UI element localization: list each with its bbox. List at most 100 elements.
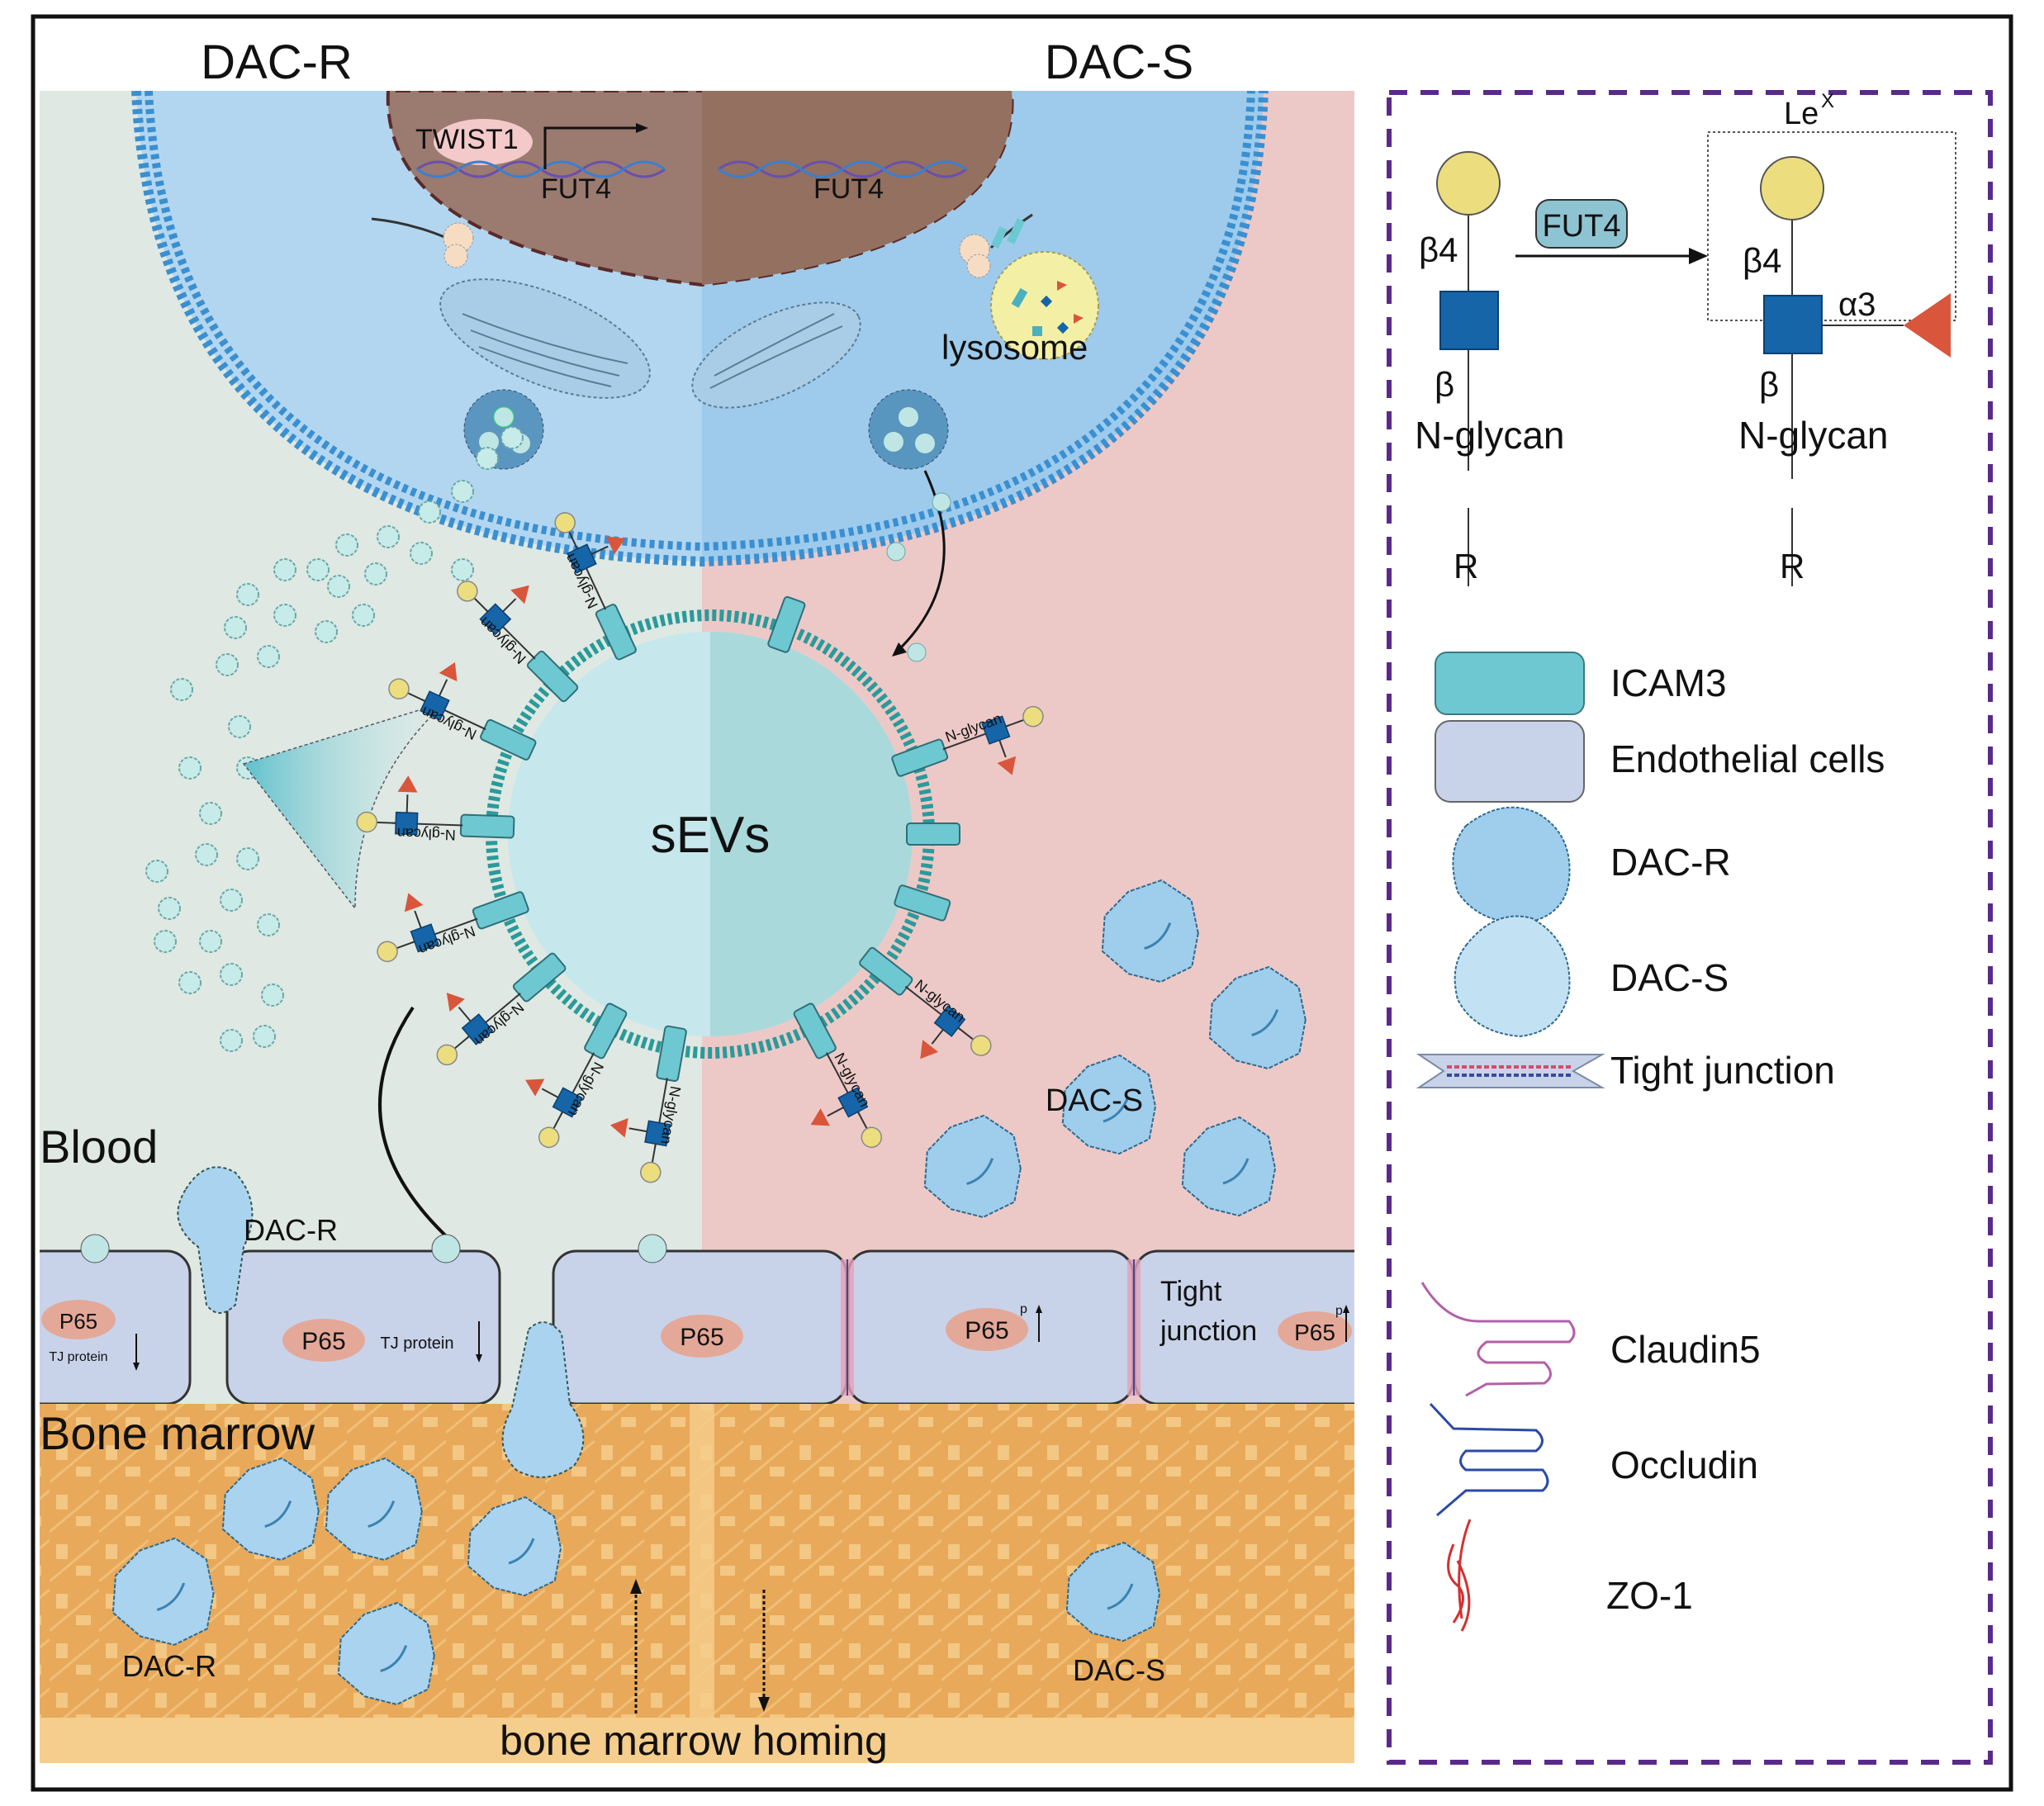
legend-items: ICAM3 Endothelial cells DAC-R DAC-S Tigh… — [1416, 652, 1885, 1632]
twist1-label: TWIST1 — [415, 124, 519, 155]
ribosome-icon — [371, 217, 474, 268]
n-glycan-label: N-glycan — [396, 825, 456, 843]
fucose-icon — [446, 993, 465, 1012]
golgi-apparatus-icon — [691, 301, 861, 409]
beta-label: β — [1759, 365, 1779, 404]
glcnac-icon — [1439, 291, 1499, 350]
fucose-icon — [609, 1117, 628, 1138]
legend-box — [1387, 90, 1993, 1765]
dac-s-cell — [1101, 879, 1199, 984]
zo1-icon — [1447, 1519, 1472, 1632]
dac-s-cell — [1181, 1116, 1276, 1217]
blood-dac-s-cells — [923, 879, 1307, 1219]
phospho-label: p — [1020, 1302, 1027, 1316]
exosome-particle — [352, 604, 375, 627]
glcnac-icon — [1763, 295, 1823, 354]
beta4-label: β4 — [1419, 230, 1458, 269]
transmigrating-dac-r — [501, 1321, 585, 1478]
exosome-particle — [500, 426, 524, 449]
transmigrating-dac-r-label: DAC-R — [244, 1213, 338, 1247]
lex-superscript: X — [1821, 90, 1834, 112]
exosome-particle — [257, 645, 280, 668]
glycan-scheme: β4 β N-glycan R FUT4 Le X α3 β4 β N-glyc… — [1415, 90, 1956, 586]
galactose-icon — [861, 1126, 883, 1149]
fucose-icon — [997, 756, 1017, 775]
tight-junction-label-1: Tight — [1160, 1276, 1222, 1307]
fut4-gene-label-right: FUT4 — [813, 173, 884, 205]
phospho-label: p — [1335, 1304, 1343, 1318]
homing-label: bone marrow homing — [500, 1718, 888, 1764]
exosome-particle — [220, 1029, 243, 1052]
dac-r-cell — [467, 1496, 562, 1597]
endothelial-cell — [225, 1249, 501, 1405]
exosome-particle — [236, 847, 259, 870]
dac-s-cell-icon — [1454, 915, 1571, 1038]
exosome-particle — [170, 678, 193, 701]
legend-label-occludin: Occludin — [1610, 1443, 1758, 1486]
fucose-icon — [510, 585, 529, 604]
p65-label: P65 — [680, 1324, 723, 1351]
panel-title-dac-s: DAC-S — [1045, 36, 1193, 89]
galactose-icon — [436, 1044, 458, 1066]
exosome-particle — [220, 889, 243, 912]
exosome-particle — [327, 575, 350, 598]
lex-label: Le — [1784, 97, 1819, 131]
galactose-icon — [538, 1126, 560, 1149]
uptake-cone — [242, 701, 447, 911]
occludin-icon — [1429, 1402, 1549, 1517]
marrow-cells — [111, 1457, 1160, 1706]
dac-r-cell — [221, 1457, 320, 1562]
tight-junction-icon — [1416, 1054, 1605, 1088]
icam3-protein — [767, 595, 806, 653]
glcnac-icon — [479, 603, 512, 636]
tight-junction-label-2: junction — [1160, 1315, 1257, 1347]
exosome-particle — [158, 897, 181, 920]
multivesicular-body — [463, 389, 544, 470]
fut4-enzyme-badge — [1535, 199, 1628, 249]
main-scheme: N-glycanN-glycanN-glycanN-glycanN-glycan… — [40, 91, 1354, 1763]
exosome-particle — [261, 984, 284, 1007]
exosome-particle — [199, 930, 222, 953]
fucose-icon — [525, 1078, 545, 1097]
exosome-particle — [410, 542, 433, 565]
exosome-particle — [273, 604, 296, 627]
fucose-icon — [404, 893, 424, 912]
exosome-particle — [154, 930, 177, 953]
claudin5-icon — [1420, 1282, 1576, 1397]
lex-glycan: N-glycan — [356, 775, 463, 843]
exosome-particle — [315, 620, 338, 643]
exosome-particle — [306, 558, 330, 581]
lysosome-icon — [990, 251, 1099, 360]
ribosome-icon — [959, 213, 1033, 278]
glcnac-icon — [933, 1005, 966, 1037]
p65-label: P65 — [59, 1309, 97, 1334]
legend-label-dac-s: DAC-S — [1610, 956, 1729, 999]
galactose-icon — [554, 512, 576, 533]
glcnac-icon — [395, 811, 419, 836]
beta4-label: β4 — [1743, 241, 1782, 280]
legend-label-tight-junction: Tight junction — [1610, 1049, 1835, 1092]
exosome-particle — [364, 562, 387, 585]
released-vesicles-cloud — [145, 426, 524, 1052]
exosome-particle — [236, 583, 259, 606]
alpha3-label: α3 — [1838, 287, 1876, 323]
dac-r-cell — [337, 1601, 435, 1706]
exosome-particle — [178, 756, 202, 780]
sevs-label: sEVs — [651, 807, 771, 864]
lysosome-label: lysosome — [941, 328, 1088, 367]
dac-s-cell — [923, 1114, 1022, 1219]
exosome-particle — [178, 971, 202, 994]
exosome-particle — [476, 447, 499, 470]
exosome-particle — [273, 558, 296, 581]
lex-glycan: N-glycan — [609, 1078, 684, 1183]
dac-s-cell — [1208, 965, 1307, 1070]
sev-vesicle — [486, 609, 935, 1059]
exosome-particle — [377, 525, 400, 548]
exosome-particle — [228, 715, 251, 738]
galactose-icon — [970, 1035, 992, 1056]
p65-label: P65 — [1294, 1320, 1335, 1345]
legend-label-icam3: ICAM3 — [1610, 661, 1727, 704]
fucose-icon — [439, 661, 458, 682]
exosome-particle — [216, 653, 239, 676]
